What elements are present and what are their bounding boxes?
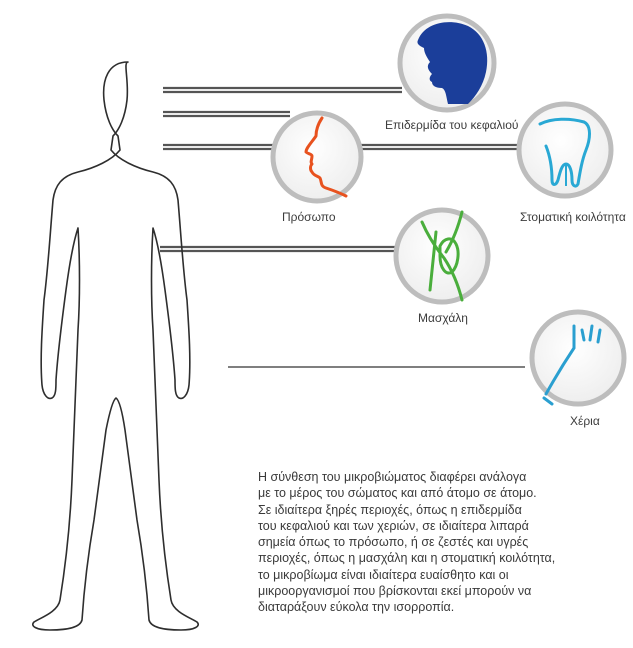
face-circle [273,113,361,201]
description-line: Η σύνθεση του μικροβιώματος διαφέρει ανά… [258,469,630,485]
description-line: μικροοργανισμοί που βρίσκονται εκεί μπορ… [258,583,630,599]
label-scalp: Επιδερμίδα του κεφαλιού [385,118,518,132]
description-line: του κεφαλιού και των χεριών, σε ιδιαίτερ… [258,518,630,534]
description-line: σημεία όπως το πρόσωπο, ή σε ζεστές και … [258,534,630,550]
hands-circle [532,312,624,404]
description-line: Σε ιδιαίτερα ξηρές περιοχές, όπως η επιδ… [258,502,630,518]
description-line: διαταράξουν εύκολα την ισορροπία. [258,599,630,615]
armpit-circle [396,210,488,302]
human-body-outline [33,62,198,630]
mouth-circle [519,104,611,196]
description-line: περιοχές, όπως η μασχάλη και η στοματική… [258,550,630,566]
label-face: Πρόσωπο [282,210,336,224]
description-line: με το μέρος του σώματος και από άτομο σε… [258,485,630,501]
label-mouth: Στοματική κοιλότητα [520,210,626,224]
label-armpit: Μασχάλη [418,311,468,325]
description-paragraph: Η σύνθεση του μικροβιώματος διαφέρει ανά… [258,469,630,616]
label-hands: Χέρια [570,414,600,428]
description-line: το μικροβίωμα είναι ιδιαίτερα ευαίσθητο … [258,567,630,583]
scalp-circle [400,16,494,110]
